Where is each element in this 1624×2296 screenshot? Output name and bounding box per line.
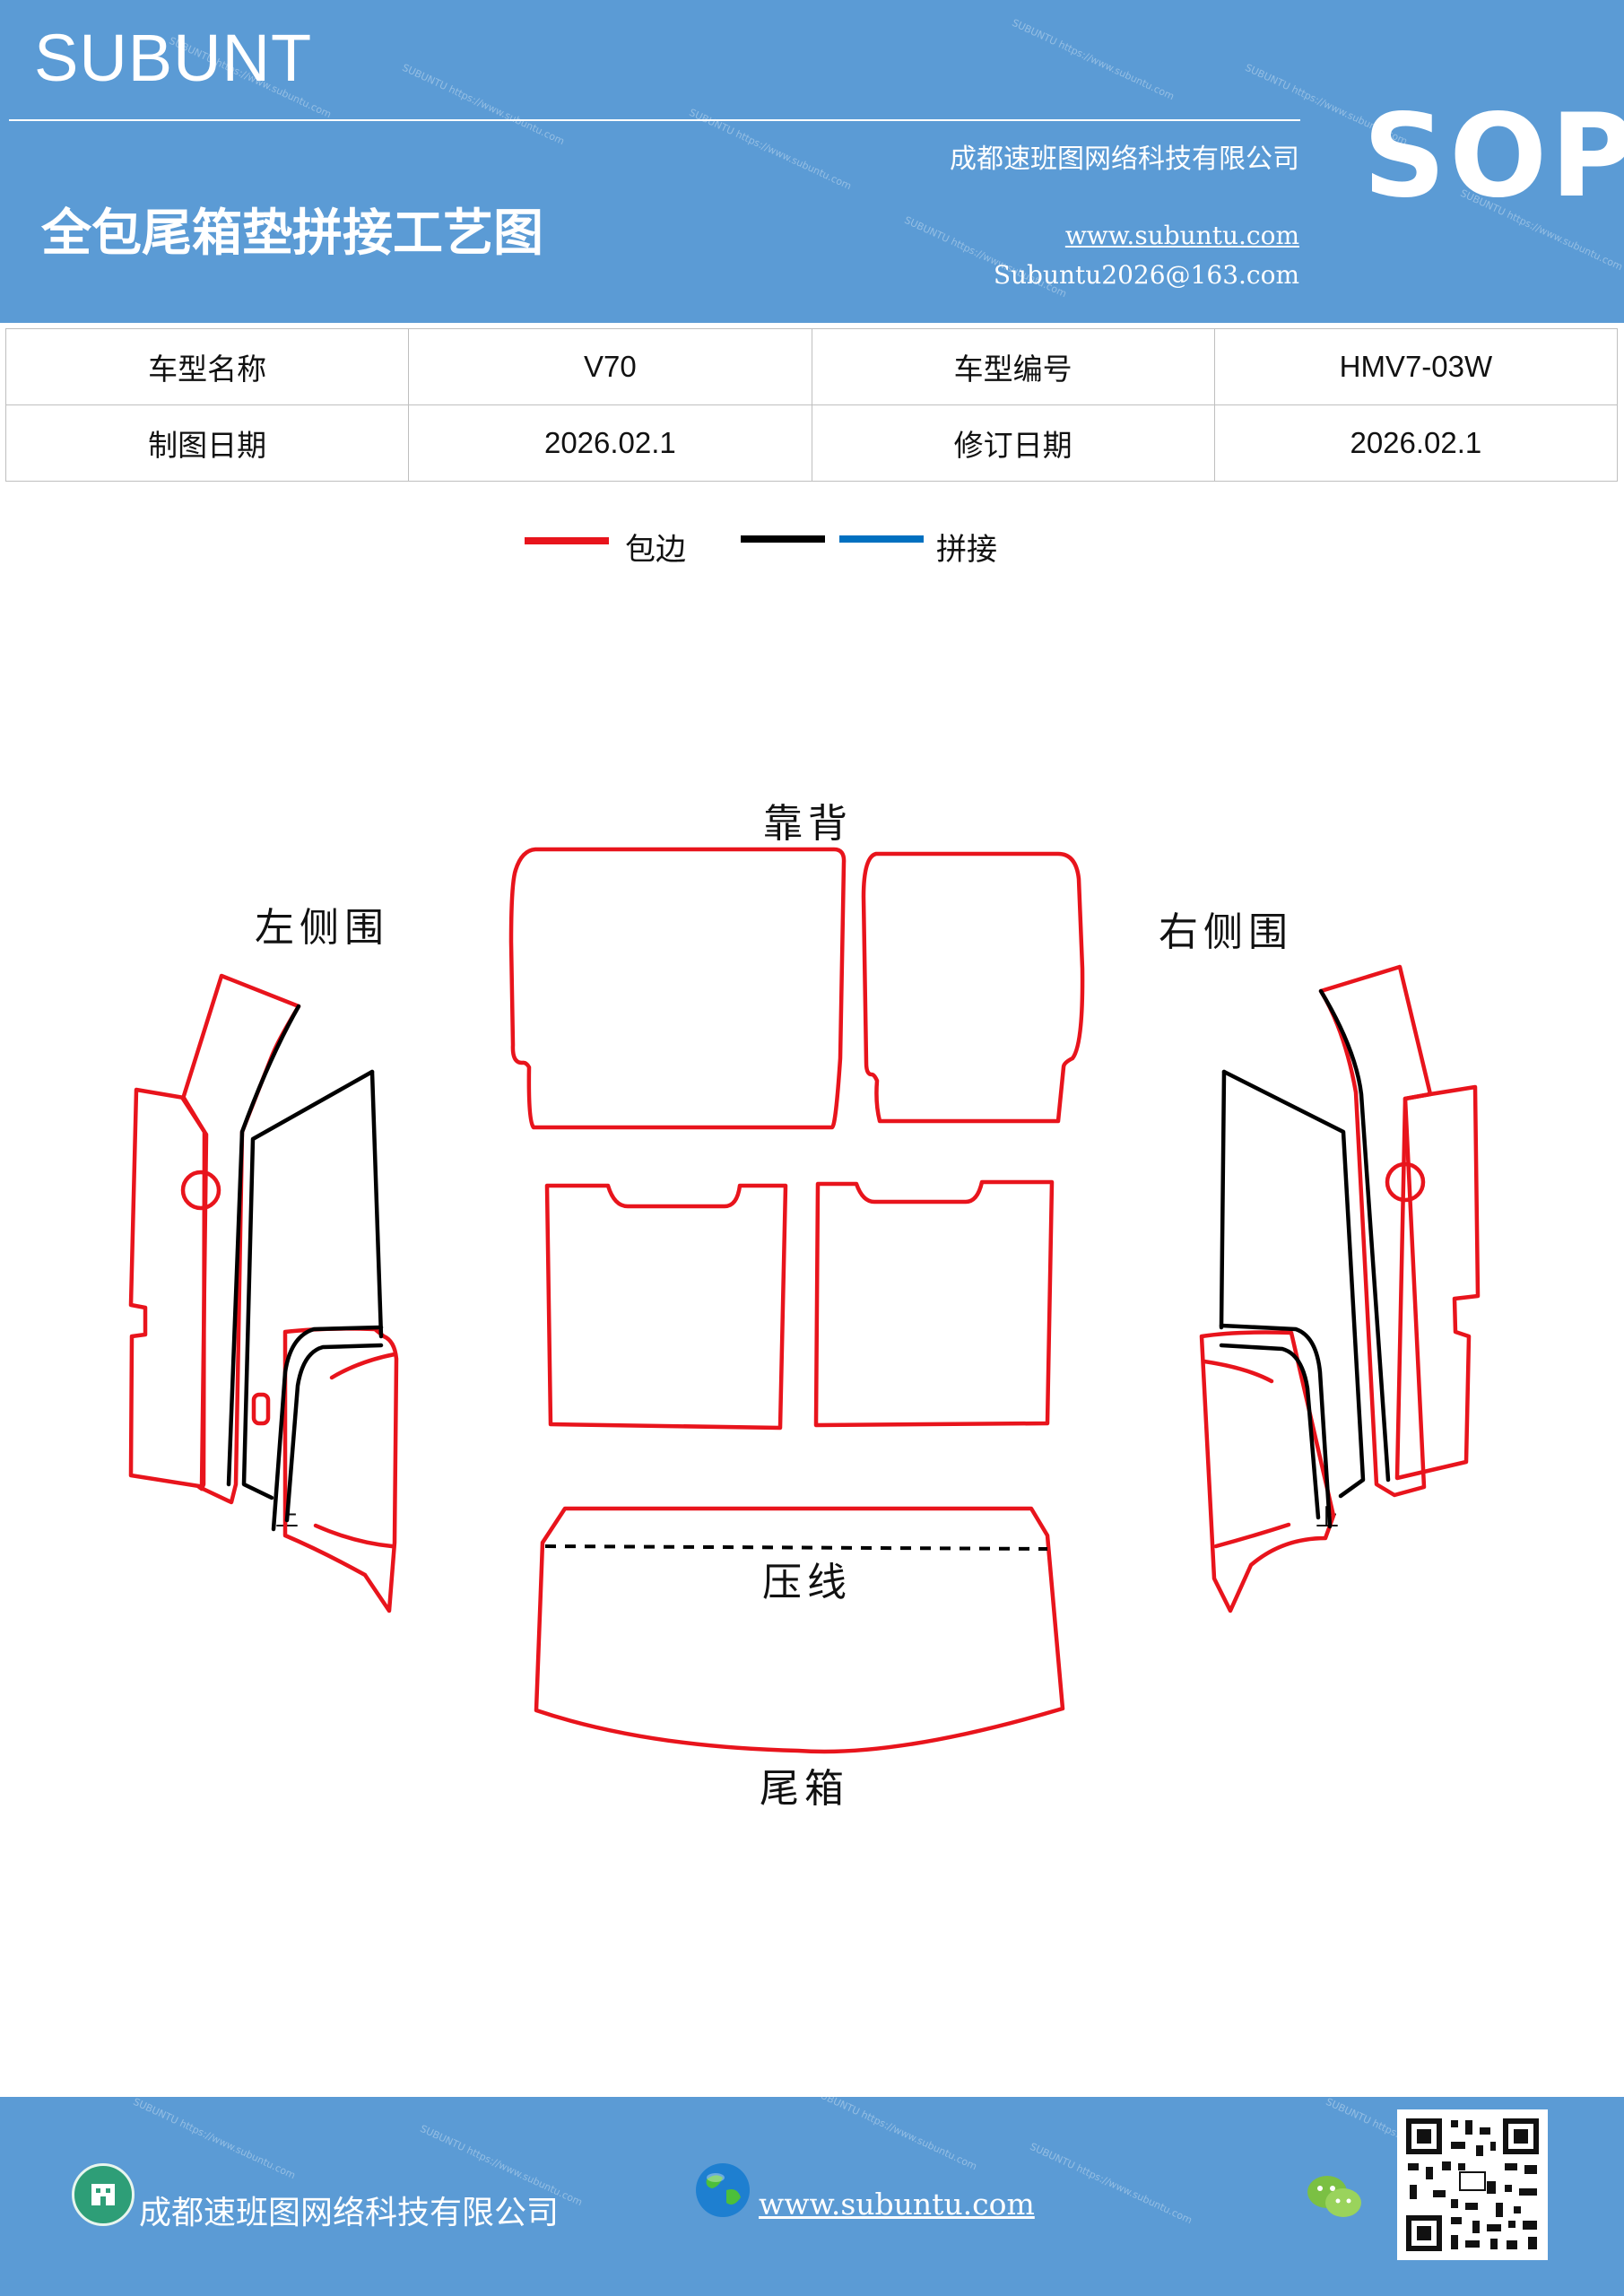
right-side-lower-panel <box>1199 1330 1336 1613</box>
table-row: 车型名称 V70 车型编号 HMV7-03W <box>4 328 1619 405</box>
legend-swatch-black <box>741 535 825 543</box>
left-seam-3 <box>369 1069 384 1339</box>
label-left-side: 左侧围 <box>255 905 389 951</box>
legend-label-seam: 拼接 <box>936 532 997 568</box>
label-press-line: 压线 <box>762 1560 852 1605</box>
wechat-icon[interactable] <box>1304 2170 1365 2228</box>
globe-icon <box>692 2160 753 2224</box>
right-seam-5 <box>1219 1343 1321 1520</box>
legend-swatch-edge <box>525 537 609 544</box>
left-seam-4 <box>271 1325 384 1532</box>
middle-right-panel <box>813 1179 1055 1428</box>
vehicle-info-table: 车型名称 V70 车型编号 HMV7-03W 制图日期 2026.02.1 修订… <box>4 328 1619 482</box>
right-side-wrap-arc-2 <box>1213 1522 1291 1549</box>
revision-date-label: 修订日期 <box>811 404 1215 482</box>
backrest-left-panel <box>508 847 847 1130</box>
header-banner: SUBUNTU https://www.subuntu.com SUBUNTU … <box>0 0 1624 323</box>
header-divider <box>9 119 1300 121</box>
model-code-label: 车型编号 <box>811 328 1215 405</box>
left-seam-5 <box>284 1343 384 1523</box>
left-side-wrap-arc-1 <box>329 1352 397 1380</box>
right-seam-3 <box>1219 1069 1227 1330</box>
document-title: 全包尾箱垫拼接工艺图 <box>41 204 543 263</box>
model-name-label: 车型名称 <box>4 328 410 405</box>
label-right-side: 右侧围 <box>1159 909 1293 955</box>
header-website-link[interactable]: www.subuntu.com <box>1064 221 1299 250</box>
right-side-hole <box>1385 1161 1426 1203</box>
right-side-big-panel <box>1394 1084 1481 1481</box>
right-side-outer-panel <box>1318 964 1433 1498</box>
right-side-wrap-arc-1 <box>1202 1359 1274 1384</box>
qr-code <box>1397 2109 1548 2260</box>
press-line-dashed <box>544 1544 1048 1551</box>
brand-name: SUBUNT <box>34 21 313 95</box>
right-seam-1 <box>1318 988 1391 1483</box>
header-company: 成都速班图网络科技有限公司 <box>950 144 1299 175</box>
left-seam-2 <box>241 1069 375 1500</box>
trunk-panel <box>534 1506 1065 1754</box>
right-seam-4 <box>1219 1323 1333 1529</box>
header-email[interactable]: Subuntu2026@163.com <box>993 260 1299 290</box>
footer-company: 成都速班图网络科技有限公司 <box>139 2195 560 2231</box>
label-backrest: 靠背 <box>763 801 853 847</box>
legend-swatch-seam <box>839 535 924 543</box>
left-side-hole <box>180 1170 221 1211</box>
model-name-value: V70 <box>408 328 812 405</box>
legend-label-edge: 包边 <box>625 532 686 568</box>
drawing-date-value: 2026.02.1 <box>408 404 812 482</box>
backrest-right-panel <box>861 851 1085 1124</box>
footer-banner: SUBUNTU https://www.subuntu.com SUBUNTU … <box>0 2097 1624 2296</box>
left-seam-1 <box>226 1004 301 1487</box>
right-seam-2 <box>1221 1069 1366 1499</box>
left-side-slot <box>251 1392 271 1426</box>
sop-badge: SOP <box>1363 90 1624 223</box>
label-trunk: 尾箱 <box>760 1766 849 1812</box>
building-icon <box>72 2163 135 2226</box>
revision-date-value: 2026.02.1 <box>1213 404 1619 482</box>
middle-left-panel <box>544 1183 788 1431</box>
footer-website-link[interactable]: www.subuntu.com <box>759 2187 1035 2222</box>
left-side-big-panel <box>128 1087 207 1492</box>
left-side-wrap-arc-2 <box>313 1523 395 1549</box>
drawing-date-label: 制图日期 <box>4 404 410 482</box>
table-row: 制图日期 2026.02.1 修订日期 2026.02.1 <box>4 404 1619 482</box>
model-code-value: HMV7-03W <box>1213 328 1619 405</box>
